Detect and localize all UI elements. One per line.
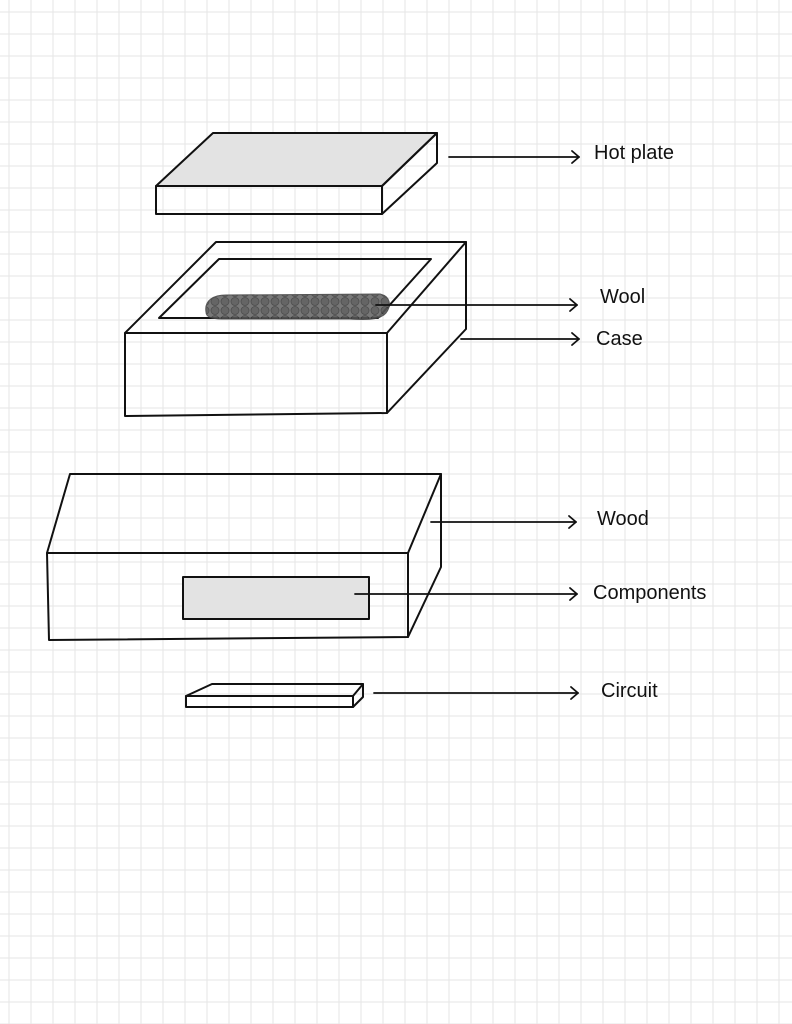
wool-fill (205, 293, 390, 320)
hot-plate-label: Hot plate (594, 142, 674, 164)
hot-plate-part (155, 132, 438, 215)
circuit-part (185, 683, 364, 708)
components-arrow (354, 587, 578, 601)
hot-plate-arrow (448, 150, 580, 164)
case-label: Case (596, 328, 643, 350)
case-top-outline (124, 241, 467, 334)
wool-label: Wool (600, 286, 645, 308)
case-part (124, 241, 467, 417)
wool-arrow (375, 298, 578, 312)
wood-part (46, 473, 442, 641)
case-arrow (460, 332, 580, 346)
wood-side-face (407, 473, 442, 638)
case-side-face (386, 241, 467, 414)
wood-label: Wood (597, 508, 649, 530)
case-front-face (124, 332, 388, 417)
circuit-arrow (373, 686, 579, 700)
wood-arrow (430, 515, 577, 529)
circuit-front-face (185, 695, 354, 708)
wood-top-face (46, 473, 442, 554)
circuit-label: Circuit (601, 680, 658, 702)
components-panel (182, 576, 370, 620)
circuit-side-face (352, 683, 364, 708)
leader-arrows (354, 150, 580, 700)
components-label: Components (593, 582, 706, 604)
hot-plate-top-face (155, 132, 438, 187)
hot-plate-side-face (381, 132, 438, 215)
